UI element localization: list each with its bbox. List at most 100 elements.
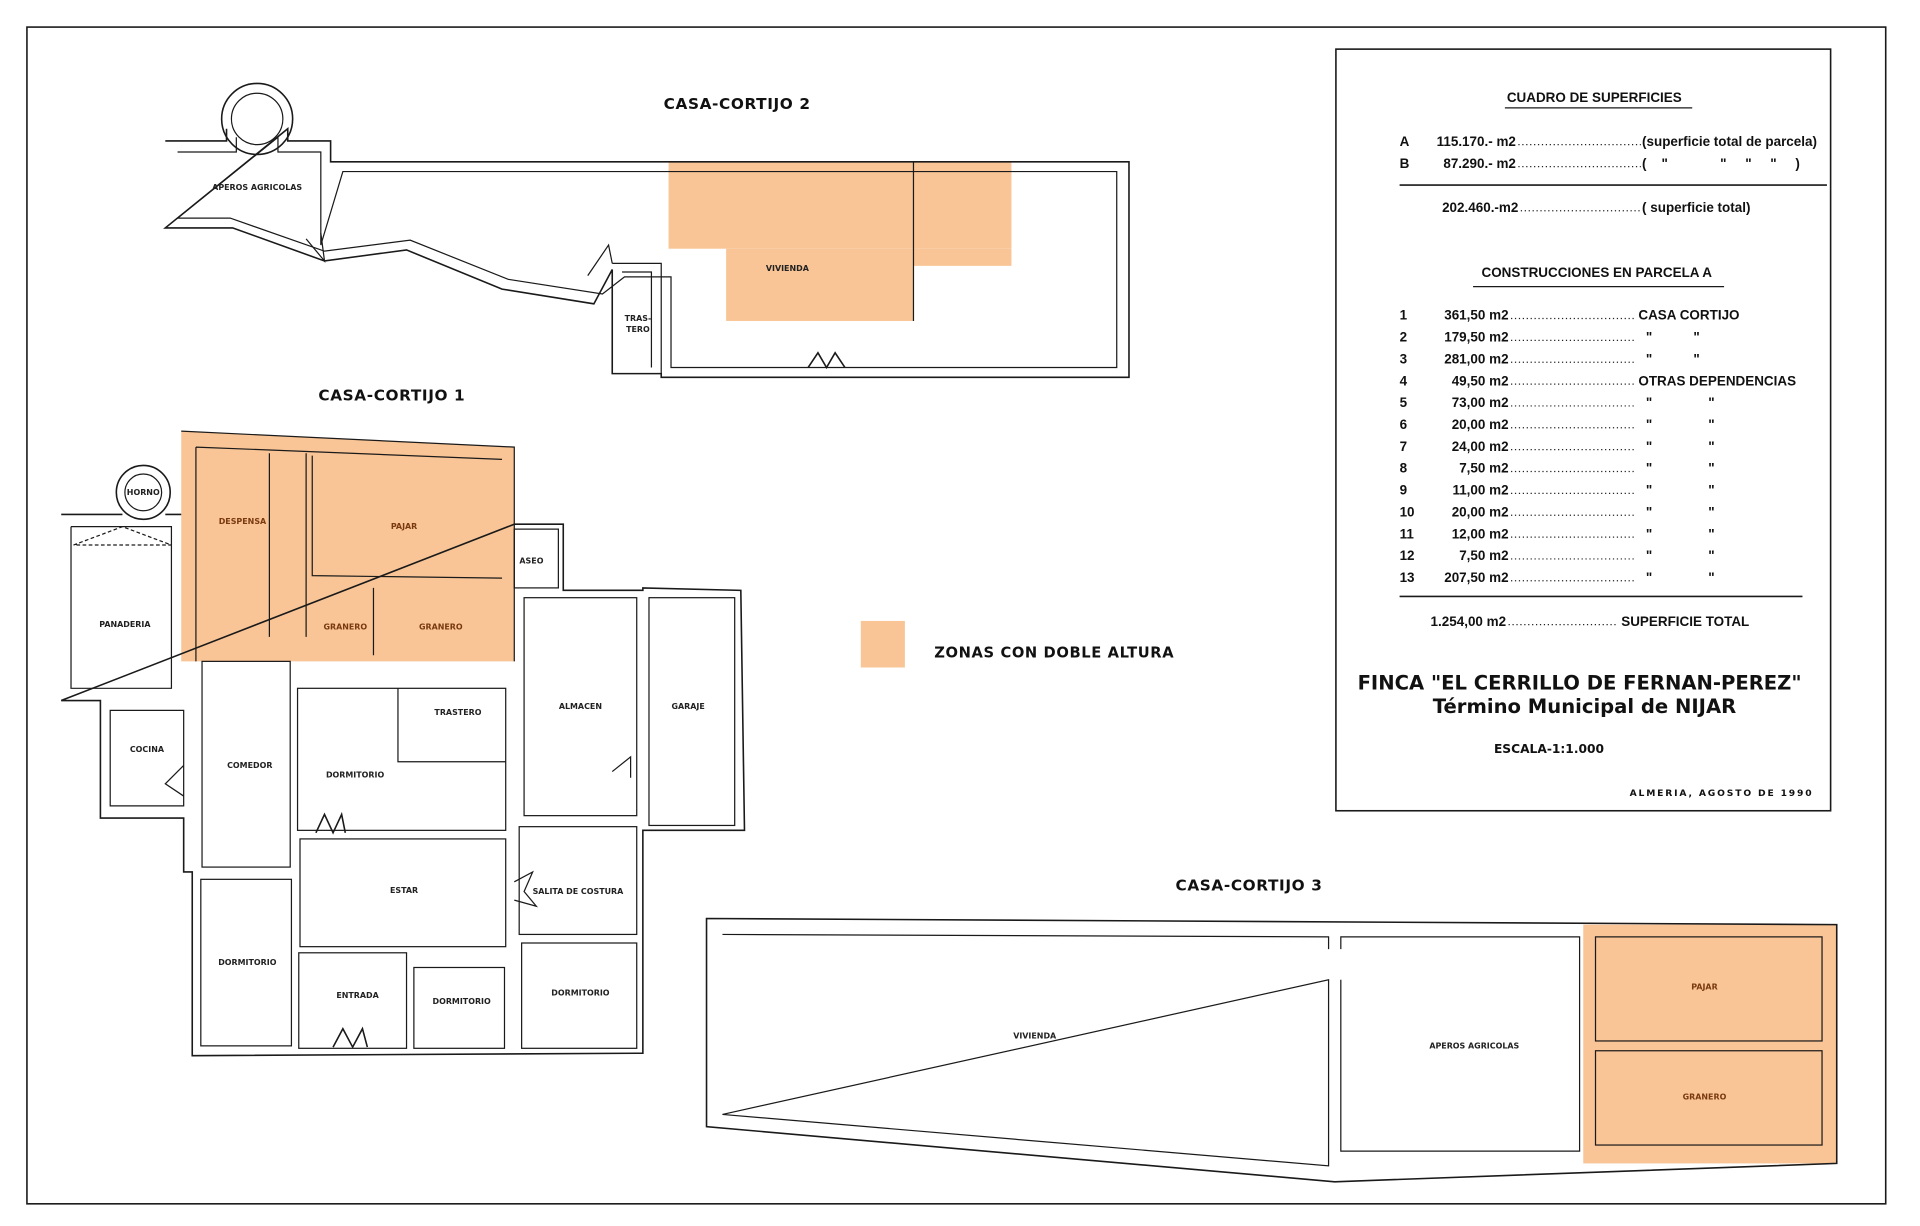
surface-table: CUADRO DE SUPERFICIES A 115.170.- m2 (su… <box>1335 48 1832 812</box>
construccion-row: 2 179,50 m2 " " <box>1400 330 1700 345</box>
room-vivienda: VIVIENDA <box>1013 1032 1057 1041</box>
tower <box>220 82 294 156</box>
superficie-total-desc: ( superficie total) <box>1642 200 1750 215</box>
room-granero-1: GRANERO <box>323 623 367 632</box>
plan-casa-cortijo-3: CASA-CORTIJO 3 VIVIENDA APEROS AGRICOLAS… <box>705 876 1838 1183</box>
superficie-total-value: 202.460.-m2 <box>1442 200 1518 215</box>
row-description: " " <box>1638 548 1714 563</box>
plan-title-cortijo-3: CASA-CORTIJO 3 <box>1176 876 1323 894</box>
plan-title-cortijo-2: CASA-CORTIJO 2 <box>664 95 811 113</box>
room-almacen: ALMACEN <box>559 702 602 711</box>
construccion-row: 8 7,50 m2 " " <box>1400 461 1715 476</box>
row-area: 281,00 m2 <box>1444 351 1508 366</box>
room-dormitorio-2: DORMITORIO <box>218 958 277 967</box>
plan-casa-cortijo-1: CASA-CORTIJO 1 HORNO DESPENSA PAJAR ASEO… <box>60 387 746 1057</box>
room-granero-2: GRANERO <box>419 623 463 632</box>
row-description: " " <box>1638 417 1714 432</box>
room-trastero: TRASTERO <box>434 708 481 717</box>
row-number: 13 <box>1400 570 1415 585</box>
room-aperos-agricolas: APEROS AGRICOLAS <box>212 183 302 192</box>
room-despensa: DESPENSA <box>219 517 267 526</box>
room-garaje: GARAJE <box>672 702 705 711</box>
room-trastero-line1: TRAS- <box>625 314 652 323</box>
room-estar: ESTAR <box>390 886 418 895</box>
sheet-border <box>26 26 1887 1205</box>
scale-label: ESCALA-1:1.000 <box>1494 742 1604 756</box>
row-number: 6 <box>1400 417 1407 432</box>
row-description: " " <box>1638 461 1714 476</box>
room-horno: HORNO <box>127 488 160 497</box>
superficie-row-b: B 87.290.- m2 ( " " " " ) <box>1400 156 1800 171</box>
construcciones-list: 1 361,50 m2 CASA CORTIJO 2 179,50 m2 " " 3 281… <box>1400 308 1797 585</box>
construccion-row: 12 7,50 m2 " " <box>1400 548 1715 563</box>
row-area: 73,00 m2 <box>1452 395 1509 410</box>
svg-text:115.170.- m2: 115.170.- m2 <box>1437 134 1516 149</box>
room-comedor: COMEDOR <box>227 761 272 770</box>
svg-text:(superficie total de parcela): (superficie total de parcela) <box>1642 134 1817 149</box>
room-granero: GRANERO <box>1683 1093 1727 1102</box>
row-area: 12,00 m2 <box>1452 526 1509 541</box>
room-dormitorio-4: DORMITORIO <box>551 989 610 998</box>
room-cocina: COCINA <box>130 745 165 754</box>
row-area: 11,00 m2 <box>1452 483 1508 498</box>
municipio-subtitle: Término Municipal de NIJAR <box>1433 695 1736 718</box>
legend: ZONAS CON DOBLE ALTURA <box>860 620 1174 668</box>
plan-casa-cortijo-2: APEROS AGRICOLAS TRAS- TERO VIVIENDA CAS… <box>163 82 1130 379</box>
row-description: CASA CORTIJO <box>1638 308 1739 323</box>
construccion-row: 9 11,00 m2 " " <box>1400 483 1715 498</box>
row-area: 207,50 m2 <box>1444 570 1508 585</box>
construccion-row: 13 207,50 m2 " " <box>1400 570 1715 585</box>
construccion-row: 1 361,50 m2 CASA CORTIJO <box>1400 308 1740 323</box>
row-number: 8 <box>1400 461 1408 476</box>
row-area: 7,50 m2 <box>1459 461 1508 476</box>
room-aperos-agricolas: APEROS AGRICOLAS <box>1429 1041 1519 1050</box>
row-number: 2 <box>1400 330 1407 345</box>
room-salita-de-costura: SALITA DE COSTURA <box>533 887 625 896</box>
svg-text:( " " ": ( " " " " ) <box>1642 156 1800 171</box>
room-pajar: PAJAR <box>1691 983 1717 992</box>
svg-text:B: B <box>1400 156 1410 171</box>
total-value: 1.254,00 m2 <box>1431 614 1507 629</box>
row-number: 12 <box>1400 548 1415 563</box>
date-location: ALMERIA, AGOSTO DE 1990 <box>1630 788 1814 799</box>
row-area: 24,00 m2 <box>1452 439 1509 454</box>
row-number: 1 <box>1400 308 1408 323</box>
row-description: " " <box>1638 330 1699 345</box>
row-area: 179,50 m2 <box>1444 330 1508 345</box>
row-description: " " <box>1638 395 1714 410</box>
row-number: 4 <box>1400 373 1408 388</box>
svg-text:87.290.- m2: 87.290.- m2 <box>1443 156 1516 171</box>
row-area: 20,00 m2 <box>1452 417 1509 432</box>
legend-label: ZONAS CON DOBLE ALTURA <box>934 645 1174 662</box>
room-trastero-line2: TERO <box>626 325 650 334</box>
row-area: 361,50 m2 <box>1444 308 1508 323</box>
room-panaderia: PANADERIA <box>99 620 151 629</box>
row-description: " " <box>1638 570 1714 585</box>
row-description: " " <box>1638 483 1714 498</box>
row-description: " " <box>1638 504 1714 519</box>
construccion-row: 6 20,00 m2 " " <box>1400 417 1715 432</box>
row-number: 9 <box>1400 483 1407 498</box>
legend-swatch-double-height <box>860 620 905 668</box>
row-description: " " <box>1638 439 1714 454</box>
superficies-heading: CUADRO DE SUPERFICIES <box>1507 90 1682 105</box>
room-entrada: ENTRADA <box>336 991 379 1000</box>
plan-title-cortijo-1: CASA-CORTIJO 1 <box>318 387 465 405</box>
room-dormitorio-1: DORMITORIO <box>326 771 385 780</box>
row-description: OTRAS DEPENDENCIAS <box>1638 373 1796 388</box>
finca-title: FINCA "EL CERRILLO DE FERNAN-PEREZ" <box>1358 672 1802 695</box>
row-number: 3 <box>1400 351 1407 366</box>
room-dormitorio-3: DORMITORIO <box>432 997 491 1006</box>
construcciones-heading: CONSTRUCCIONES EN PARCELA A <box>1482 265 1713 280</box>
room-aseo: ASEO <box>519 556 543 565</box>
row-area: 7,50 m2 <box>1459 548 1508 563</box>
total-desc: SUPERFICIE TOTAL <box>1621 614 1749 629</box>
row-description: " " <box>1638 526 1714 541</box>
